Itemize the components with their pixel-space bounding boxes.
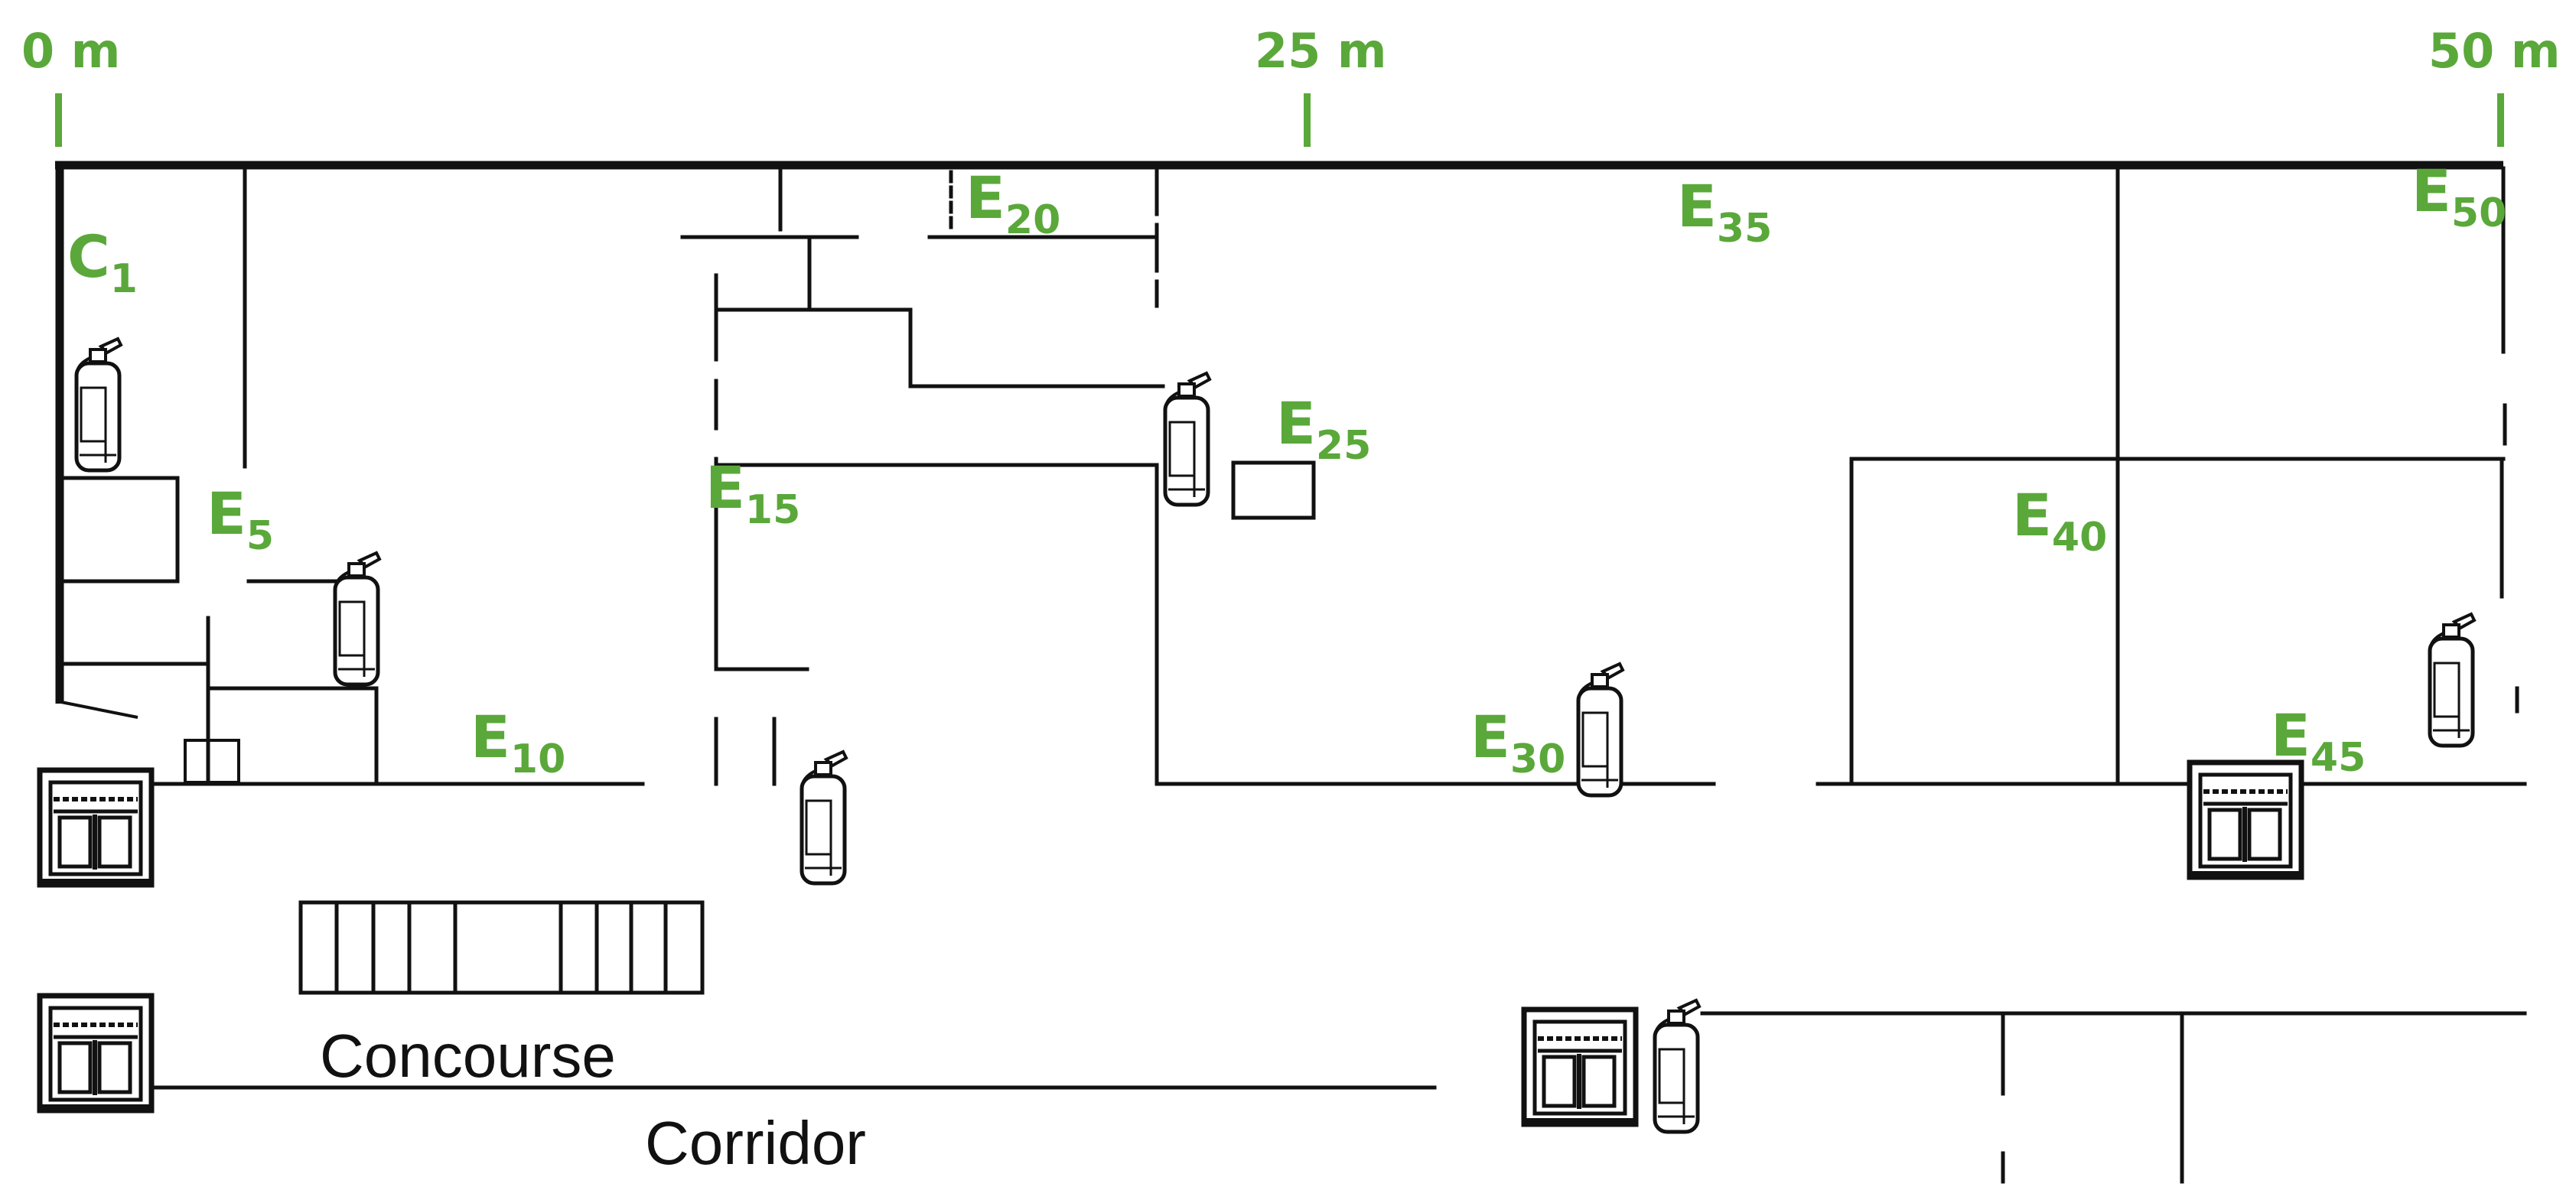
location-markers: C1 E5 E10 E15 E20 E25 E30 E35 E40 E45 E5 — [67, 157, 2506, 782]
marker-e15: E15 — [705, 454, 800, 533]
marker-c1: C1 — [67, 223, 138, 302]
marker-e10: E10 — [471, 703, 565, 782]
marker-e45: E45 — [2271, 701, 2366, 781]
scale-bar: 0 m 25 m 50 m — [21, 23, 2560, 147]
concourse-label: Concourse — [320, 1022, 616, 1090]
marker-e50: E50 — [2412, 157, 2506, 236]
marker-e40: E40 — [2012, 481, 2107, 561]
scale-tick-0 — [55, 93, 62, 147]
scale-tick-50 — [2497, 93, 2504, 147]
scale-label-50: 50 m — [2428, 23, 2560, 79]
scale-label-25: 25 m — [1255, 23, 1386, 79]
walls — [55, 161, 2527, 1184]
marker-e25: E25 — [1276, 389, 1371, 469]
marker-e5: E5 — [207, 480, 274, 559]
marker-e35: E35 — [1677, 172, 1772, 252]
scale-label-0: 0 m — [21, 23, 120, 79]
marker-e30: E30 — [1470, 703, 1565, 782]
marker-e20: E20 — [966, 164, 1060, 243]
scale-tick-25 — [1304, 93, 1311, 147]
corridor-label: Corridor — [645, 1109, 866, 1177]
